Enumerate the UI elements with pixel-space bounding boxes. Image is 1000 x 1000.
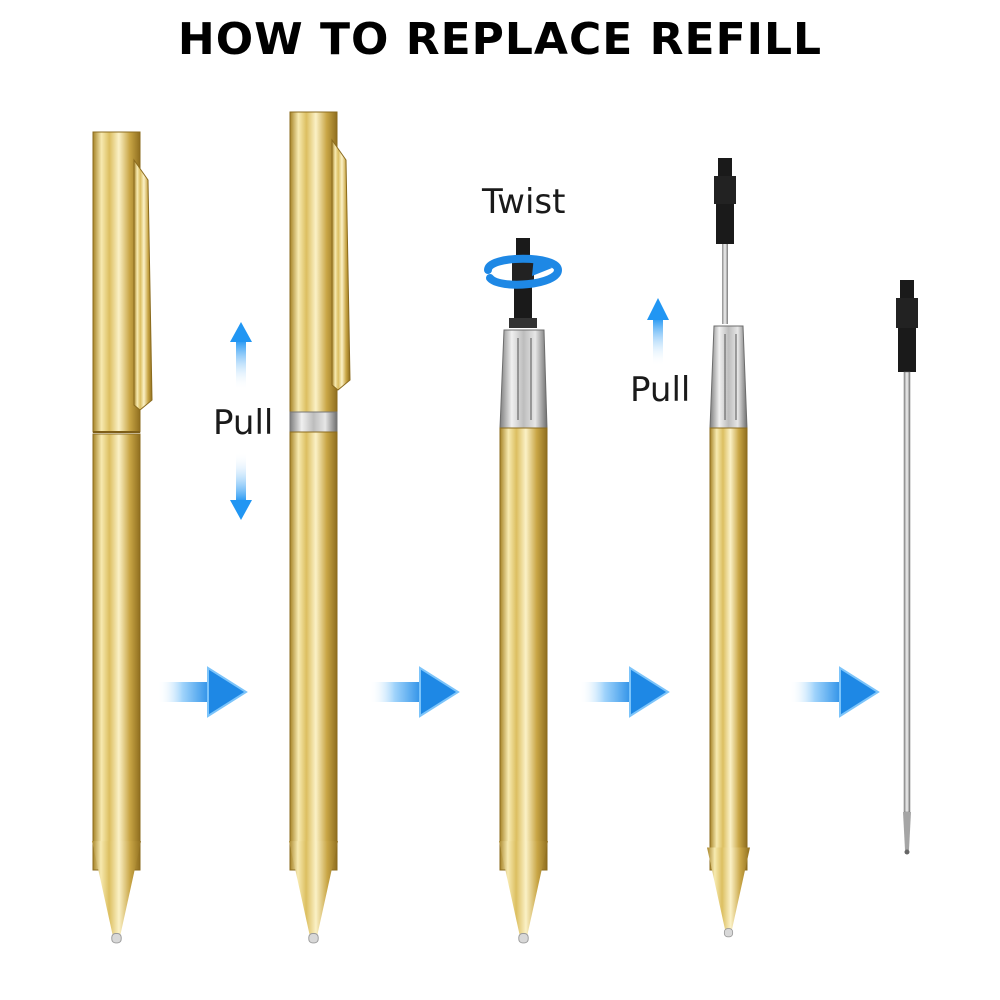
pen-pulled-apart — [288, 111, 351, 944]
step-arrow-icon — [157, 667, 247, 717]
twist-label: Twist — [482, 182, 566, 222]
page-title: HOW TO REPLACE REFILL — [177, 14, 823, 65]
pull-arrow-icon — [647, 298, 669, 366]
step-arrow-icon — [789, 667, 879, 717]
step-arrow-icon — [579, 667, 669, 717]
new-refill — [896, 280, 918, 855]
pull-label: Pull — [213, 403, 274, 443]
twist-arrow-icon — [484, 254, 563, 289]
pull-arrow-icon — [230, 322, 252, 520]
closed-pen — [91, 131, 153, 944]
pull-label: Pull — [630, 370, 691, 410]
twist-refill — [498, 238, 549, 944]
pull-refill-out — [706, 158, 751, 938]
step-arrow-icon — [369, 667, 459, 717]
